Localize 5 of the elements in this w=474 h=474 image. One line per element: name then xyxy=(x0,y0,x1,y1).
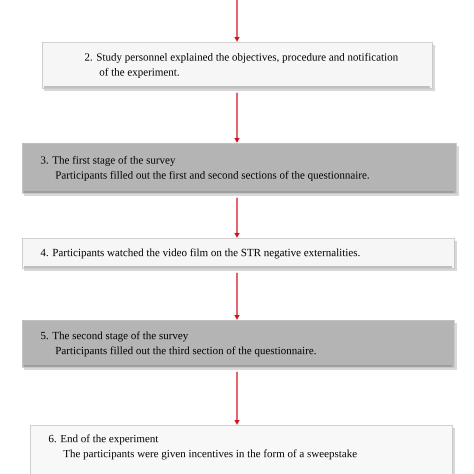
process-box: 3. The first stage of the survey Participants filled out the first and second sections of the questionnaire. xyxy=(22,143,459,196)
process-box: 2. Study personnel explained the objectives, procedure and notification of the experiment. xyxy=(42,42,435,91)
process-box: 4. Participants watched the video film on the STR negative externalities. xyxy=(22,238,457,271)
process-box: 6. End of the experiment The participants were given incentives in the form of a sweepstake xyxy=(30,425,455,474)
process-box: 5. The second stage of the survey Participants filled out the third section of the questionnaire. xyxy=(22,320,457,370)
